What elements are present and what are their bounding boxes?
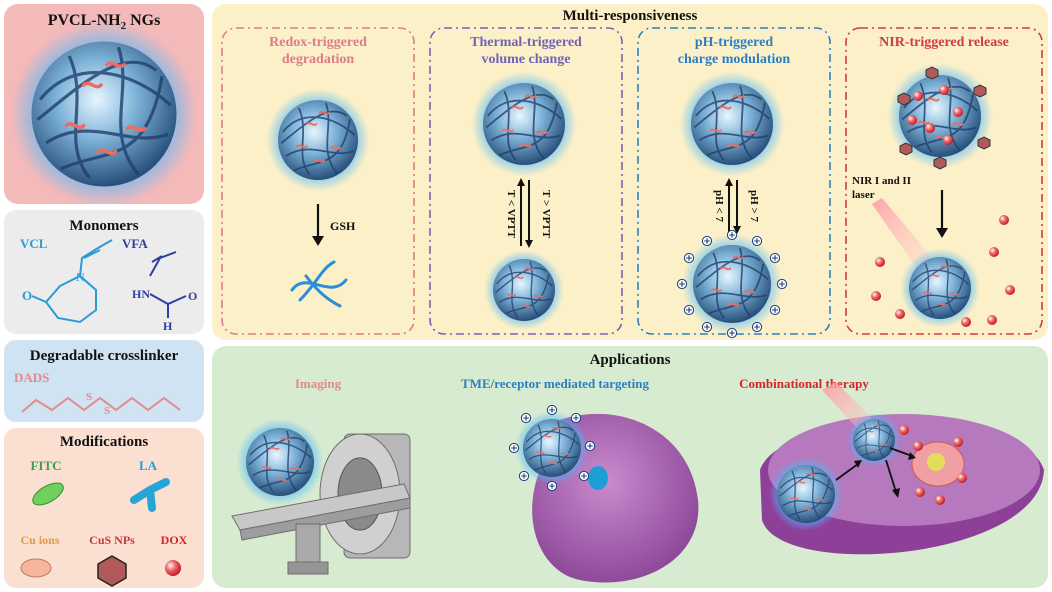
dox-icon [165, 560, 181, 576]
multi-title: Multi-responsiveness [563, 8, 698, 24]
vcl-label: VCL [20, 236, 48, 251]
crosslinker-panel: Degradable crosslinker DADS S S [4, 340, 204, 422]
nir-nanogel-released [899, 247, 981, 329]
loaded-cargo [897, 66, 991, 170]
ph-title-2: charge modulation [678, 52, 791, 67]
nir-laser-1: NIR I and II [852, 175, 911, 187]
applications-panel: Applications Imaging TME/receptor mediat… [212, 346, 1048, 588]
vcl-structure [31, 239, 113, 324]
dox-label: DOX [161, 533, 188, 547]
nanogel-panel: PVCL-NH2 NGs [4, 4, 204, 209]
apps-title: Applications [590, 352, 671, 368]
nir-laser-2: laser [852, 189, 875, 201]
thermal-box: Thermal-triggered volume change T < VPTT… [429, 27, 623, 335]
t-below-vptt: T < VPTT [505, 190, 517, 239]
cu-ions-label: Cu ions [20, 533, 59, 547]
t-above-vptt: T > VPTT [540, 190, 552, 239]
therapy-label: Combinational therapy [739, 376, 869, 391]
modifications-panel: Modifications FITC LA Cu ions CuS NPs DO… [4, 428, 204, 588]
vfa-hydrogen: H [163, 319, 173, 333]
vcl-nitrogen: N [76, 270, 85, 284]
fitc-label: FITC [30, 458, 61, 473]
la-icon [130, 478, 170, 512]
nir-box: NIR-triggered release NIR I and II laser [845, 27, 1043, 335]
redox-title-1: Redox-triggered [269, 35, 367, 50]
modifications-title: Modifications [60, 434, 148, 450]
ph-nanogel-neutral [678, 70, 786, 178]
ph-title-1: pH-triggered [695, 35, 773, 50]
cus-nps-label: CuS NPs [89, 533, 135, 547]
ph-nanogel-charged [681, 233, 783, 335]
degraded-fragments [290, 260, 348, 308]
thermal-nanogel-large [470, 70, 578, 178]
therapy-nanogel-heated [846, 412, 902, 468]
imaging-nanogel [235, 417, 325, 507]
dads-structure [21, 396, 181, 413]
nir-title: NIR-triggered release [879, 35, 1009, 50]
vfa-structure [149, 251, 187, 318]
dads-sulfur-1: S [86, 391, 92, 403]
imaging-label: Imaging [295, 376, 342, 391]
cus-nps-icon [97, 555, 127, 587]
ph-below-7: pH < 7 [713, 190, 725, 222]
thermal-title-2: volume change [481, 52, 570, 67]
fitc-icon [32, 482, 64, 506]
dads-sulfur-2: S [104, 405, 110, 417]
nir-laser-beam [872, 198, 936, 270]
vfa-oxygen: O [188, 289, 197, 303]
ph-above-7: pH > 7 [748, 190, 760, 222]
targeting-label: TME/receptor mediated targeting [461, 376, 649, 391]
thermal-title-1: Thermal-triggered [470, 35, 582, 50]
monomers-panel: Monomers VCL VFA O N HN O H [4, 210, 204, 334]
redox-box: Redox-triggered degradation GSH [221, 27, 415, 335]
ph-box: pH-triggered charge modulation pH < 7 pH… [637, 27, 831, 339]
nanogel-illustration [9, 19, 199, 209]
multi-responsiveness-panel: Multi-responsiveness Redox-triggered deg… [212, 4, 1048, 340]
cu-ions-icon [20, 558, 52, 578]
monomers-title: Monomers [69, 218, 138, 234]
dads-label: DADS [14, 370, 49, 385]
therapy-nanogel [768, 456, 844, 532]
vfa-label: VFA [122, 236, 148, 251]
redox-nanogel [265, 87, 371, 193]
la-label: LA [139, 458, 158, 473]
redox-title-2: degradation [282, 52, 355, 67]
vcl-oxygen: O [22, 288, 32, 303]
crosslinker-title: Degradable crosslinker [30, 348, 179, 364]
thermal-nanogel-small [483, 249, 565, 331]
gsh-label: GSH [330, 219, 356, 233]
vfa-hn: HN [132, 287, 150, 301]
mri-scanner [231, 433, 411, 575]
